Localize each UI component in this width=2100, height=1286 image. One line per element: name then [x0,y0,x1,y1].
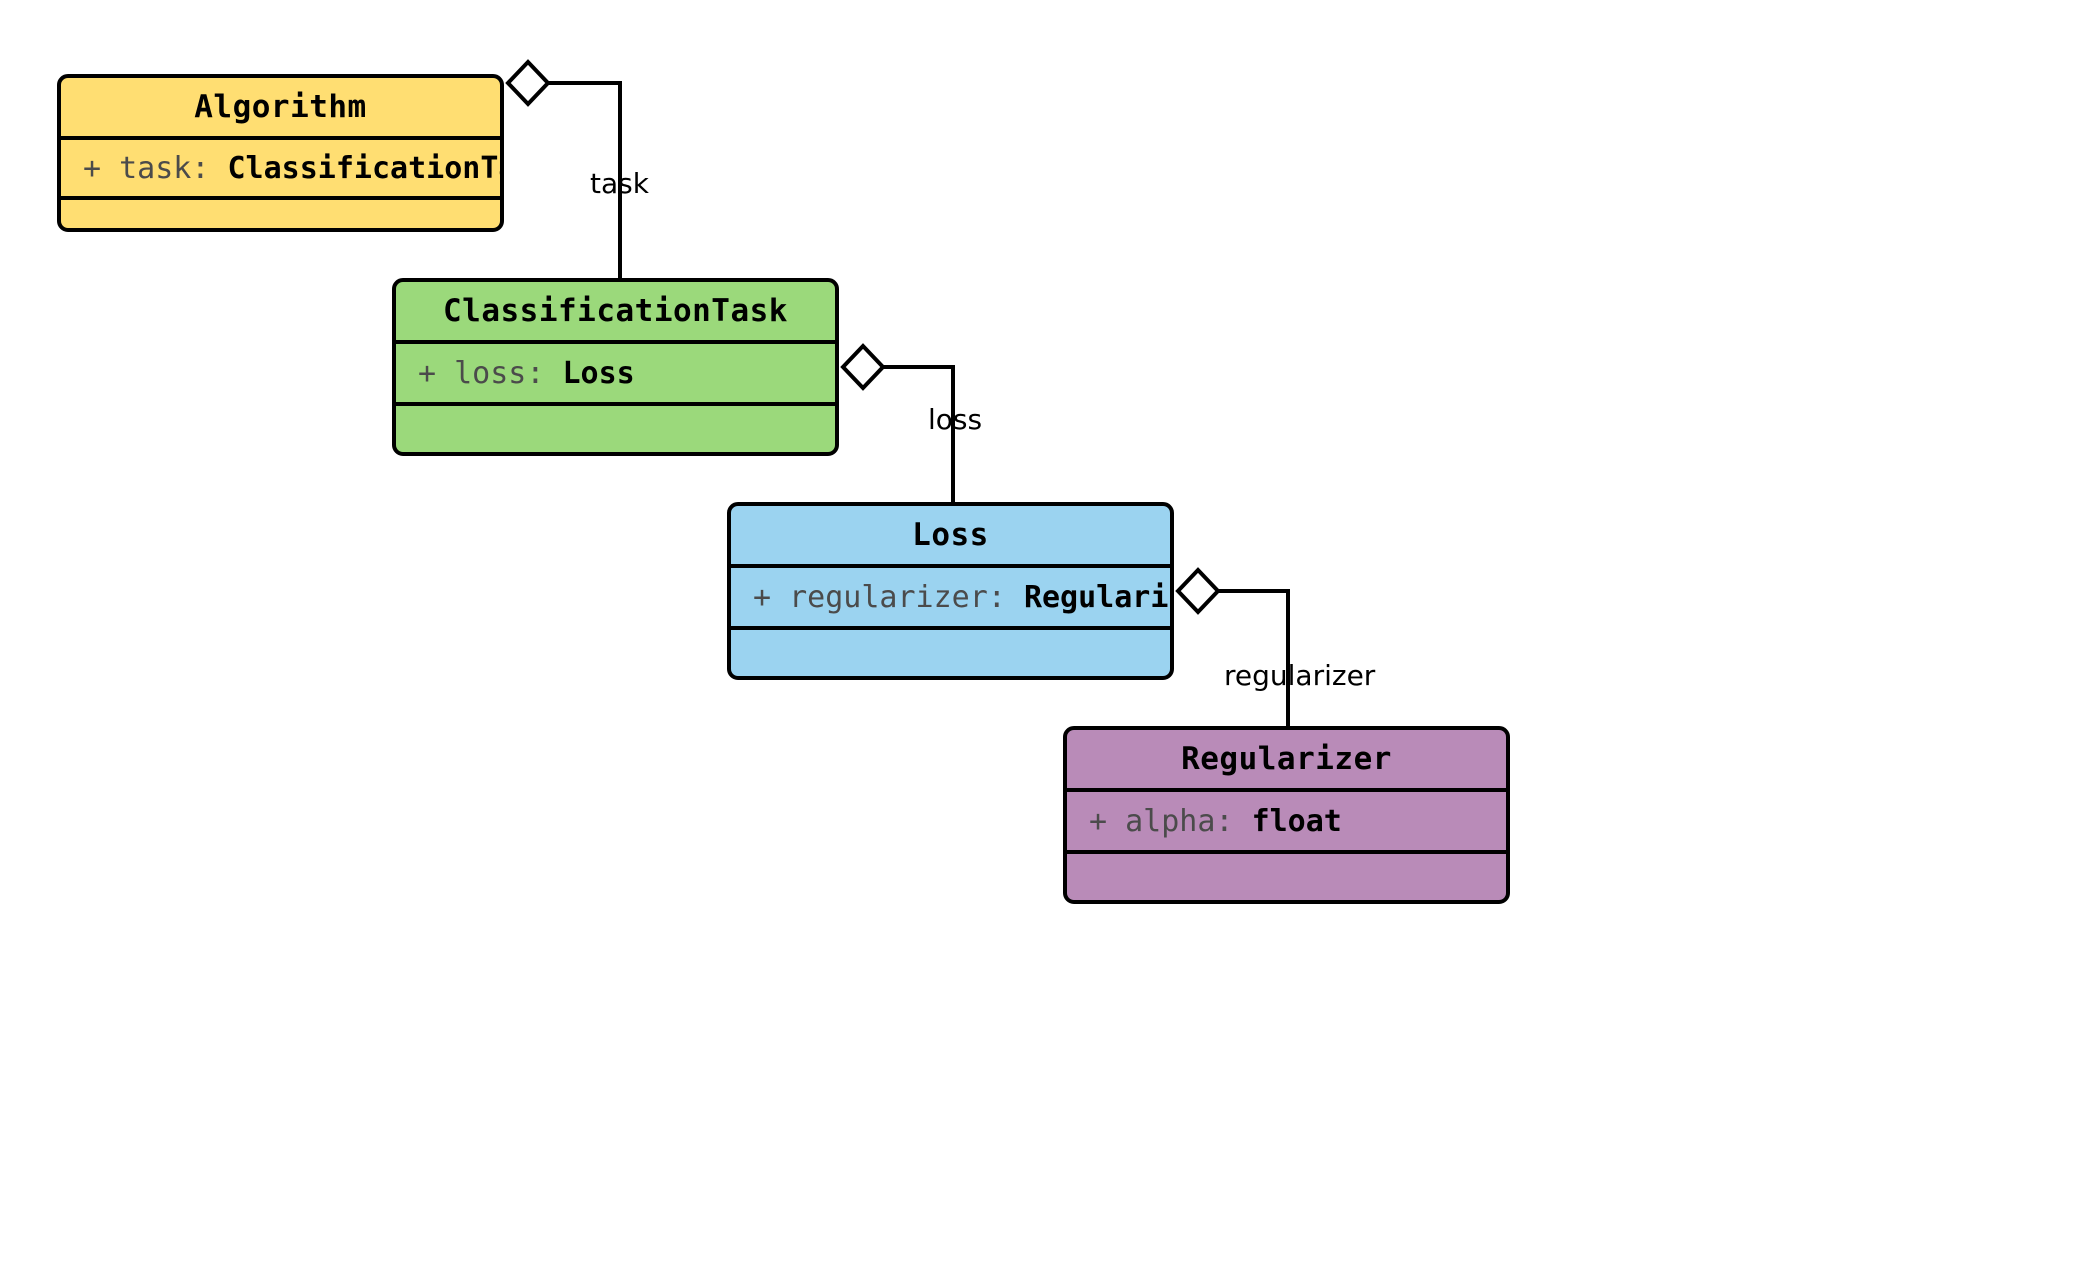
class-attributes-algorithm: + task: ClassificationTask [61,140,500,200]
class-methods-classification-task [396,406,835,452]
attribute-row: + regularizer: Regularizer [753,579,1170,615]
relation-loss-regularizer [1175,567,1290,730]
relation-line-loss [881,365,955,506]
attribute-row: + alpha: float [1089,805,1342,838]
class-title-loss: Loss [731,506,1170,568]
attribute-type: Loss [562,355,635,391]
class-attributes-loss: + regularizer: Regularizer [731,568,1170,630]
class-box-algorithm[interactable]: Algorithm + task: ClassificationTask [57,74,504,232]
class-attributes-classification-task: + loss: Loss [396,344,835,406]
attribute-type: float [1251,803,1342,839]
class-methods-regularizer [1067,854,1506,900]
class-box-classification-task[interactable]: ClassificationTask + loss: Loss [392,278,839,456]
attribute-signature: + regularizer: [753,579,1024,615]
attribute-row: + task: ClassificationTask [83,150,501,186]
attribute-signature: + task: [83,150,228,186]
relation-label-task: task [590,167,649,200]
class-methods-loss [731,630,1170,676]
attribute-type: ClassificationTask [227,150,501,186]
attribute-row: + loss: Loss [418,357,635,390]
class-box-regularizer[interactable]: Regularizer + alpha: float [1063,726,1510,904]
aggregation-diamond-loss [840,343,886,391]
class-attributes-regularizer: + alpha: float [1067,792,1506,854]
class-title-classification-task: ClassificationTask [396,282,835,344]
class-title-regularizer: Regularizer [1067,730,1506,792]
relation-label-regularizer: regularizer [1224,659,1376,692]
relation-task-loss [840,343,955,506]
class-box-loss[interactable]: Loss + regularizer: Regularizer [727,502,1174,680]
relation-line-regularizer [1216,589,1290,730]
relation-algorithm-task [505,59,622,282]
attribute-signature: + alpha: [1089,803,1252,839]
class-methods-algorithm [61,200,500,228]
aggregation-diamond-task [505,59,551,107]
attribute-signature: + loss: [418,355,563,391]
aggregation-diamond-regularizer [1175,567,1221,615]
relation-label-loss: loss [928,403,983,436]
attribute-type: Regularizer [1023,579,1170,615]
relation-line-task [546,81,622,282]
class-title-algorithm: Algorithm [61,78,500,140]
